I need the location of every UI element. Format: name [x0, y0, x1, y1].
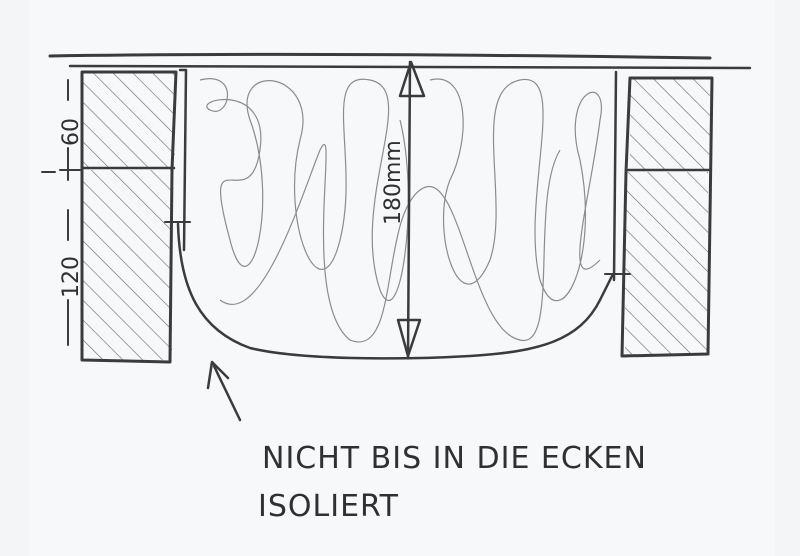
bottom-member-dimension: 120 — [59, 256, 84, 298]
left-dimension-line — [41, 79, 81, 346]
top-member-dimension: 60 — [59, 118, 84, 146]
depth-dimension-label: 180mm — [381, 140, 406, 225]
annotation-line-1: NICHT BIS IN DIE ECKEN — [262, 441, 647, 476]
top-board-line — [48, 52, 712, 60]
depth-dimension-arrow — [396, 60, 426, 360]
right-beam — [612, 70, 714, 358]
annotation-line-2: ISOLIERT — [258, 489, 399, 524]
insulation — [164, 78, 631, 360]
pointer-arrow — [206, 360, 242, 422]
left-beam — [80, 68, 188, 364]
